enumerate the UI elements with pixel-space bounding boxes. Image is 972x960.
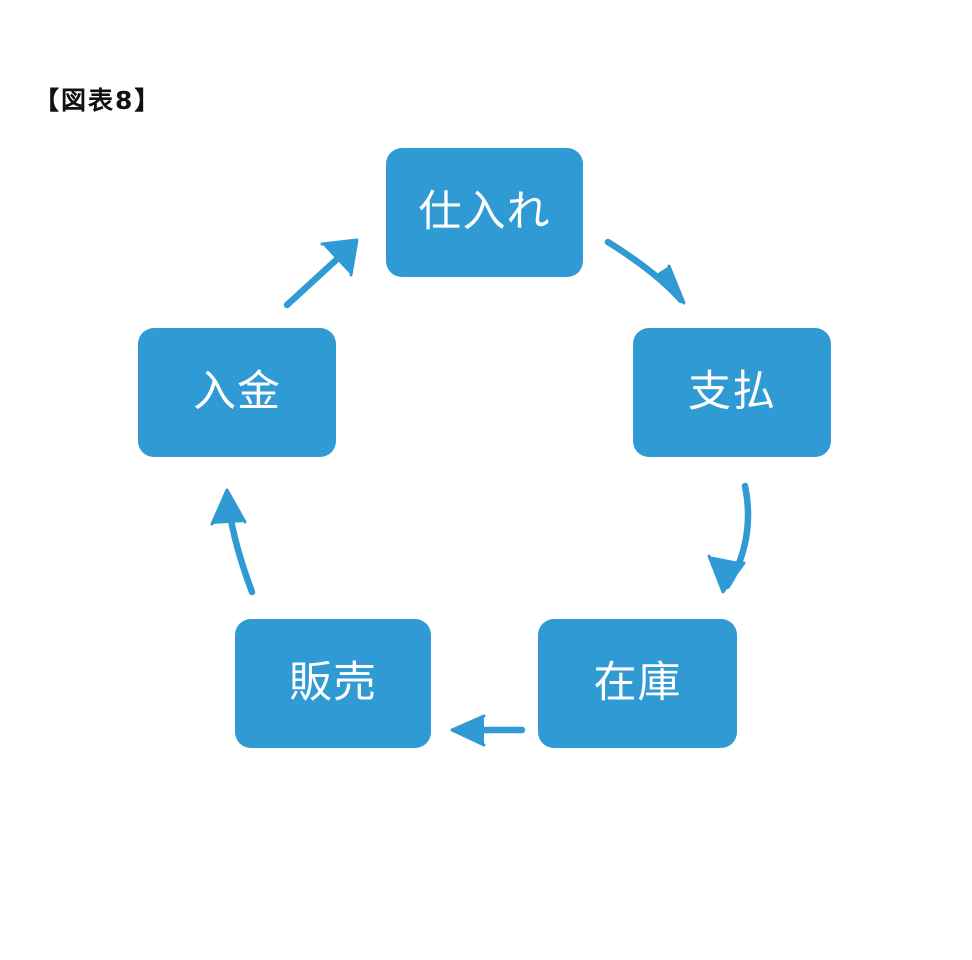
- node-sales-label: 販売: [289, 658, 377, 708]
- arrow-payment-to-inventory: [707, 482, 752, 594]
- node-payment[interactable]: 支払: [633, 328, 831, 457]
- node-payment-label: 支払: [688, 367, 776, 417]
- arrow-purchase-to-payment: [604, 238, 686, 305]
- node-inventory[interactable]: 在庫: [538, 619, 737, 748]
- node-purchase-label: 仕入れ: [418, 187, 551, 237]
- figure-title: 【図表8】: [34, 86, 162, 115]
- node-purchase[interactable]: 仕入れ: [386, 148, 583, 277]
- arrow-sales-to-receipt: [210, 488, 256, 596]
- node-receipt[interactable]: 入金: [138, 328, 336, 457]
- arrow-receipt-to-purchase: [283, 238, 359, 309]
- node-sales[interactable]: 販売: [235, 619, 431, 748]
- node-receipt-label: 入金: [193, 367, 281, 417]
- arrow-inventory-to-sales: [450, 714, 526, 747]
- node-inventory-label: 在庫: [593, 658, 682, 708]
